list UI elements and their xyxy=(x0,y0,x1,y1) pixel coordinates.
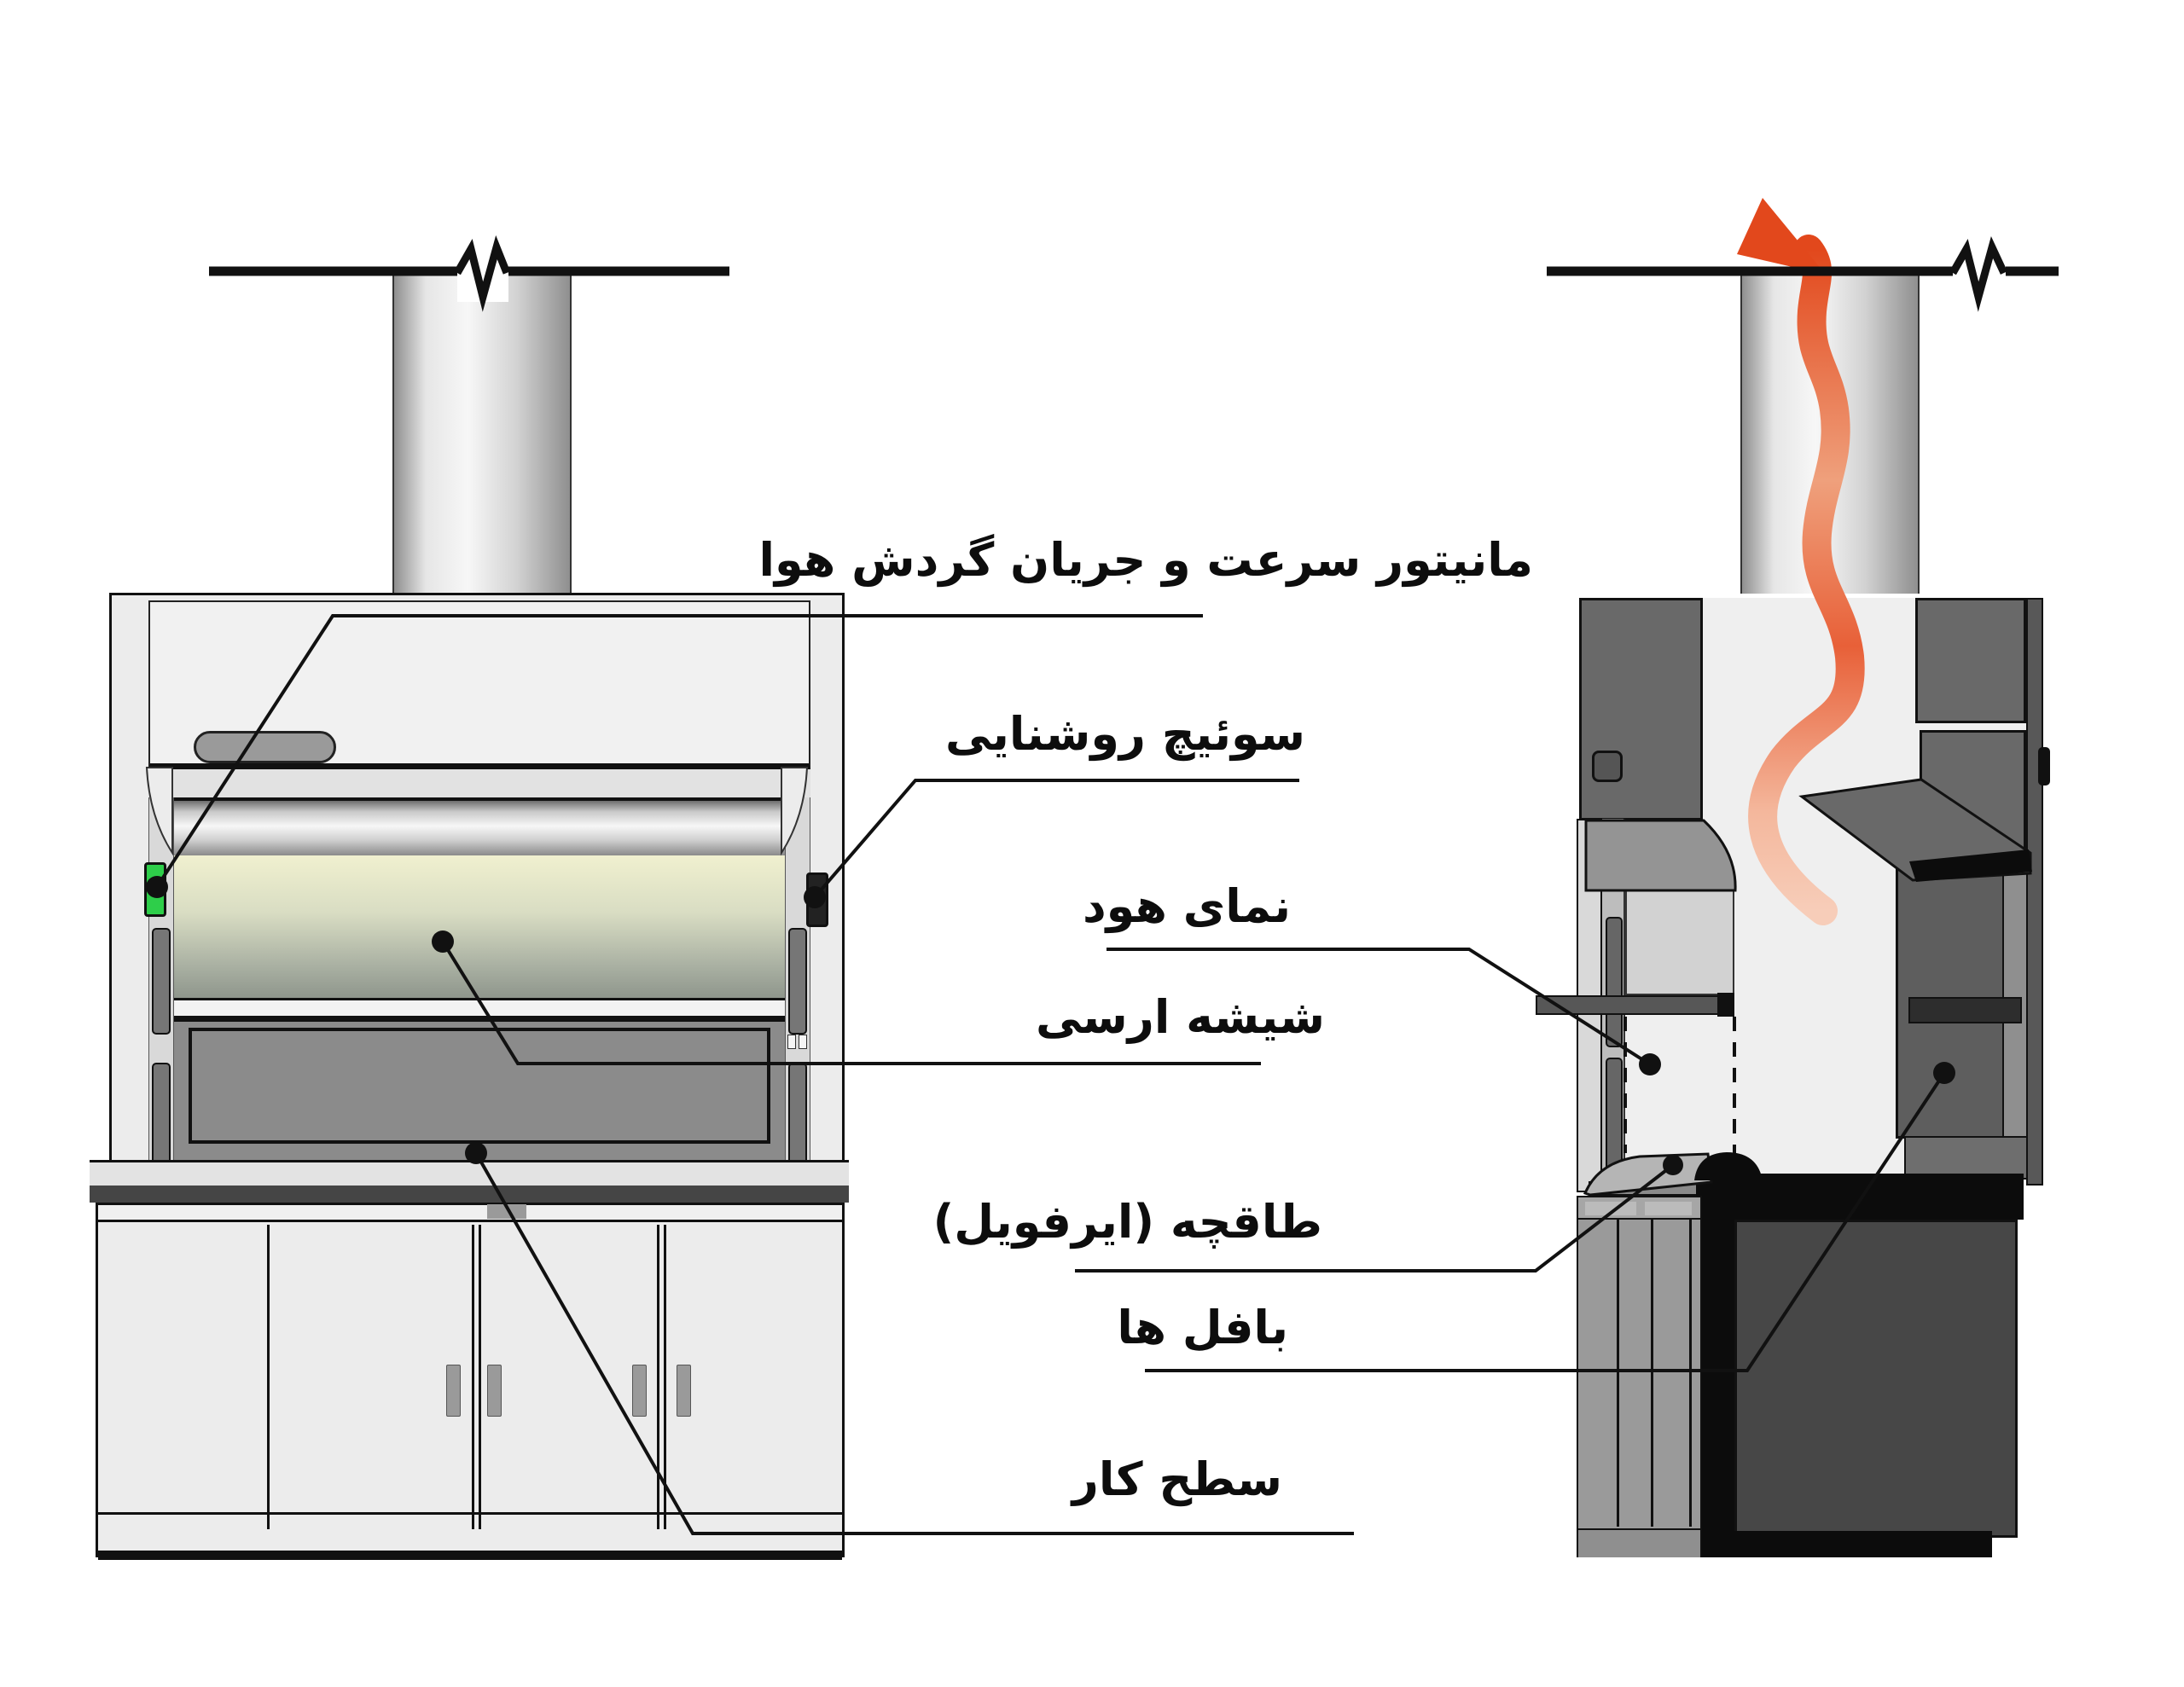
cabinet-base xyxy=(98,1551,842,1560)
label-sash-glass: شیشه ارسی xyxy=(1036,990,1325,1044)
break-symbol xyxy=(1949,236,2008,312)
hood-body-front xyxy=(109,593,845,1203)
sash-housing-underside xyxy=(148,769,810,797)
vent-slot xyxy=(194,731,336,763)
sash-rail-section xyxy=(1536,995,1734,1015)
base-cabinet-front xyxy=(96,1203,845,1560)
sash-rail-cap xyxy=(1717,993,1734,1017)
label-baffles: بافل ها xyxy=(1117,1301,1288,1354)
cabinet-door-handle[interactable] xyxy=(446,1365,461,1417)
section-cabinet-divider xyxy=(1617,1220,1619,1527)
exhaust-duct-front xyxy=(392,275,572,594)
cabinet-door-handle[interactable] xyxy=(632,1365,647,1417)
label-airflow-monitor: مانیتور سرعت و جریان گردش هوا xyxy=(758,533,1533,587)
section-back-top-block xyxy=(1915,598,2026,723)
left-column-grip-upper xyxy=(152,928,171,1035)
cabinet-divider xyxy=(657,1225,659,1529)
cabinet-divider xyxy=(267,1225,270,1529)
cabinet-door-handle[interactable] xyxy=(487,1365,502,1417)
sash-bottom-rail xyxy=(174,998,785,1022)
label-airfoil-sill: طاقچه (ایرفویل) xyxy=(932,1195,1322,1249)
chamber-back-frame xyxy=(189,1028,770,1144)
cabinet-divider xyxy=(472,1225,474,1529)
section-worktop-cut xyxy=(1696,1174,2024,1220)
front-panel-knob xyxy=(1592,751,1623,782)
section-counter-band xyxy=(1589,1181,1712,1196)
section-front-cabinet xyxy=(1577,1196,1702,1557)
drawer-inset xyxy=(1645,1202,1692,1215)
cabinet-door-handle[interactable] xyxy=(677,1365,691,1417)
sash-glass-section xyxy=(1625,870,1734,995)
airflow-monitor-device[interactable] xyxy=(144,862,166,917)
section-cabinet-divider xyxy=(1689,1220,1692,1527)
section-post-grip-upper xyxy=(1606,917,1623,1047)
worktop-front-edge xyxy=(90,1160,849,1186)
counter-notch xyxy=(487,1204,526,1219)
cabinet-top-rail xyxy=(98,1205,842,1222)
section-base-cabinet xyxy=(1734,1220,2018,1538)
cabinet-divider xyxy=(479,1225,481,1529)
section-cabinet-bottom xyxy=(1578,1528,1700,1557)
airflow-arrow-head xyxy=(1737,198,1826,275)
cabinet-divider xyxy=(664,1225,666,1529)
back-wall-fitting xyxy=(2038,747,2050,786)
exhaust-duct-section xyxy=(1740,275,1920,594)
sash-stop-right xyxy=(799,1035,807,1049)
sash-glass-front xyxy=(174,855,785,998)
baffle-air-slot xyxy=(1908,997,2022,1023)
label-hood-view: نمای هود xyxy=(1082,879,1291,933)
left-column-grip-lower xyxy=(152,1063,171,1169)
hood-chamber-opening xyxy=(174,1022,785,1162)
section-cabinet-kick xyxy=(1734,1531,1992,1557)
section-cabinet-divider xyxy=(1651,1220,1653,1527)
right-column-grip-lower xyxy=(788,1063,807,1169)
section-post-grip-lower xyxy=(1606,1058,1623,1187)
cabinet-door-bottom-line xyxy=(98,1512,842,1515)
section-drawer-band xyxy=(1578,1197,1700,1220)
label-work-surface: سطح کار xyxy=(1072,1452,1282,1506)
right-column-grip-upper xyxy=(788,928,807,1035)
counter-dark-band xyxy=(90,1186,849,1203)
section-back-wall xyxy=(2026,598,2043,1186)
sash-roller xyxy=(174,797,785,855)
section-back-mid-block xyxy=(1920,730,2026,867)
section-front-top-block xyxy=(1579,598,1703,820)
label-light-switch: سوئیچ روشنایی xyxy=(945,707,1305,761)
light-switch-device[interactable] xyxy=(806,872,828,927)
drawer-inset xyxy=(1585,1202,1636,1215)
sash-stop-left xyxy=(787,1035,796,1049)
